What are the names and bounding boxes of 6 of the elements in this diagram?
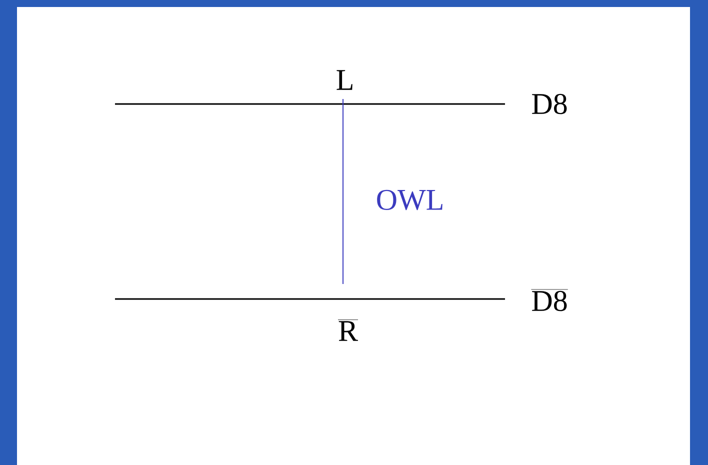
signal-name: L [336, 70, 352, 90]
connector-line [342, 98, 344, 284]
line-label: $\overline{\mathrm{D8}}$ [531, 289, 568, 312]
edge-label: OWL [374, 188, 446, 212]
line-label: D8 [532, 94, 567, 114]
signal-name: $\overline{\mathrm{R}}$ [338, 320, 358, 341]
